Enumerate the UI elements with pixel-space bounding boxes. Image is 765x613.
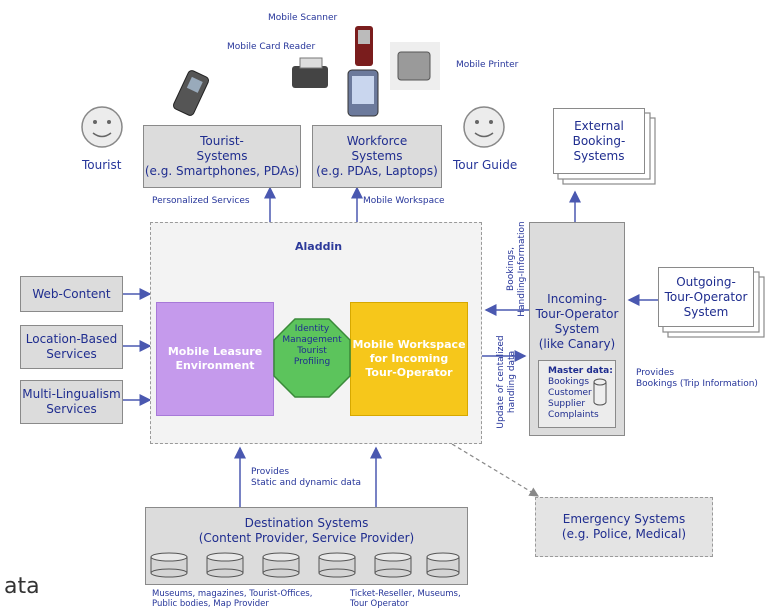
destination-systems-box: Destination Systems (Content Provider, S…	[145, 507, 468, 585]
mobile-leisure-environment-box: Mobile Leasure Environment	[156, 302, 274, 416]
web-content-box: Web-Content	[20, 276, 123, 312]
identity-management-octagon	[273, 318, 351, 398]
external-booking-systems-box: External Booking- Systems	[553, 108, 645, 174]
emergency-systems-box: Emergency Systems (e.g. Police, Medical)	[535, 497, 713, 557]
databases-left-caption: Museums, magazines, Tourist-Offices, Pub…	[152, 589, 313, 609]
workforce-systems-box: Workforce Systems (e.g. PDAs, Laptops)	[312, 125, 442, 188]
mobile-workspace-box: Mobile Workspace for Incoming Tour-Opera…	[350, 302, 468, 416]
aladdin-title: Aladdin	[295, 240, 343, 253]
master-data-title: Master data:	[548, 366, 613, 376]
outgoing-tour-operator-system-box: Outgoing- Tour-Operator System	[658, 267, 754, 327]
tourist-systems-box: Tourist- Systems (e.g. Smartphones, PDAs…	[143, 125, 301, 188]
mobile-printer-label: Mobile Printer	[456, 60, 519, 70]
incoming-tour-operator-label: Incoming- Tour-Operator System (like Can…	[535, 292, 619, 351]
location-based-services-box: Location-Based Services	[20, 325, 123, 369]
personalized-services-label: Personalized Services	[152, 196, 250, 206]
tourist-label: Tourist	[82, 158, 122, 172]
provides-bookings-label: Provides Bookings (Trip Information)	[636, 368, 758, 389]
mobile-scanner-label: Mobile Scanner	[268, 13, 338, 23]
master-data-items: Bookings Customer Supplier Complaints	[548, 377, 599, 420]
tour-guide-label: Tour Guide	[453, 158, 518, 172]
provides-static-label: Provides Static and dynamic data	[251, 467, 361, 488]
update-handling-data-label: Update of centalized handling data	[496, 335, 517, 429]
multi-lingualism-services-box: Multi-Lingualism Services	[20, 380, 123, 424]
mobile-card-reader-label: Mobile Card Reader	[227, 42, 316, 52]
databases-right-caption: Ticket-Reseller, Museums, Tour Operator	[350, 589, 461, 609]
identity-management-label: Identity Management Tourist Profiling	[282, 324, 342, 367]
mobile-workspace-label: Mobile Workspace	[363, 196, 445, 206]
footer-text-fragment: ata	[4, 574, 40, 599]
bookings-handling-label: Bookings, Handling-Information	[506, 221, 527, 317]
